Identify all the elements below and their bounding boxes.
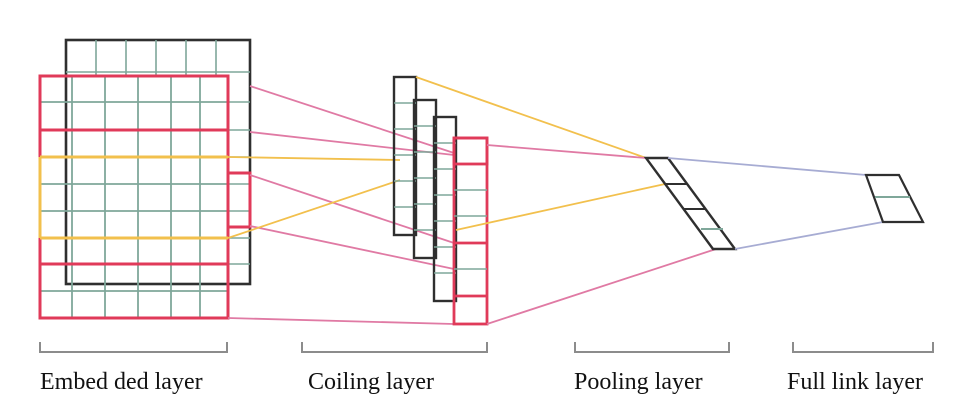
- embedded-layer-caption: Embed ded layer: [40, 369, 203, 395]
- embedded-front-matrix: [40, 76, 228, 318]
- pooling-to-full-link-connectors: [667, 157, 884, 250]
- coiling-layer-bracket: [301, 342, 488, 353]
- coiling-layer-caption: Coiling layer: [308, 369, 434, 395]
- pooling-layer-caption: Pooling layer: [574, 369, 703, 395]
- coiling-to-pooling-connectors: [415, 76, 717, 325]
- embedded-to-coiling-connectors: [227, 85, 455, 325]
- embedded-highlight-rows: [38, 74, 252, 320]
- coiling-layer-stack: [392, 75, 489, 326]
- pooling-layer-bracket: [574, 342, 730, 353]
- full-link-layer-block: [864, 173, 925, 224]
- embedded-layer-bracket: [39, 342, 228, 353]
- full-link-layer-caption: Full link layer: [787, 369, 923, 395]
- full-link-layer-bracket: [792, 342, 934, 353]
- section-brackets: [39, 342, 934, 353]
